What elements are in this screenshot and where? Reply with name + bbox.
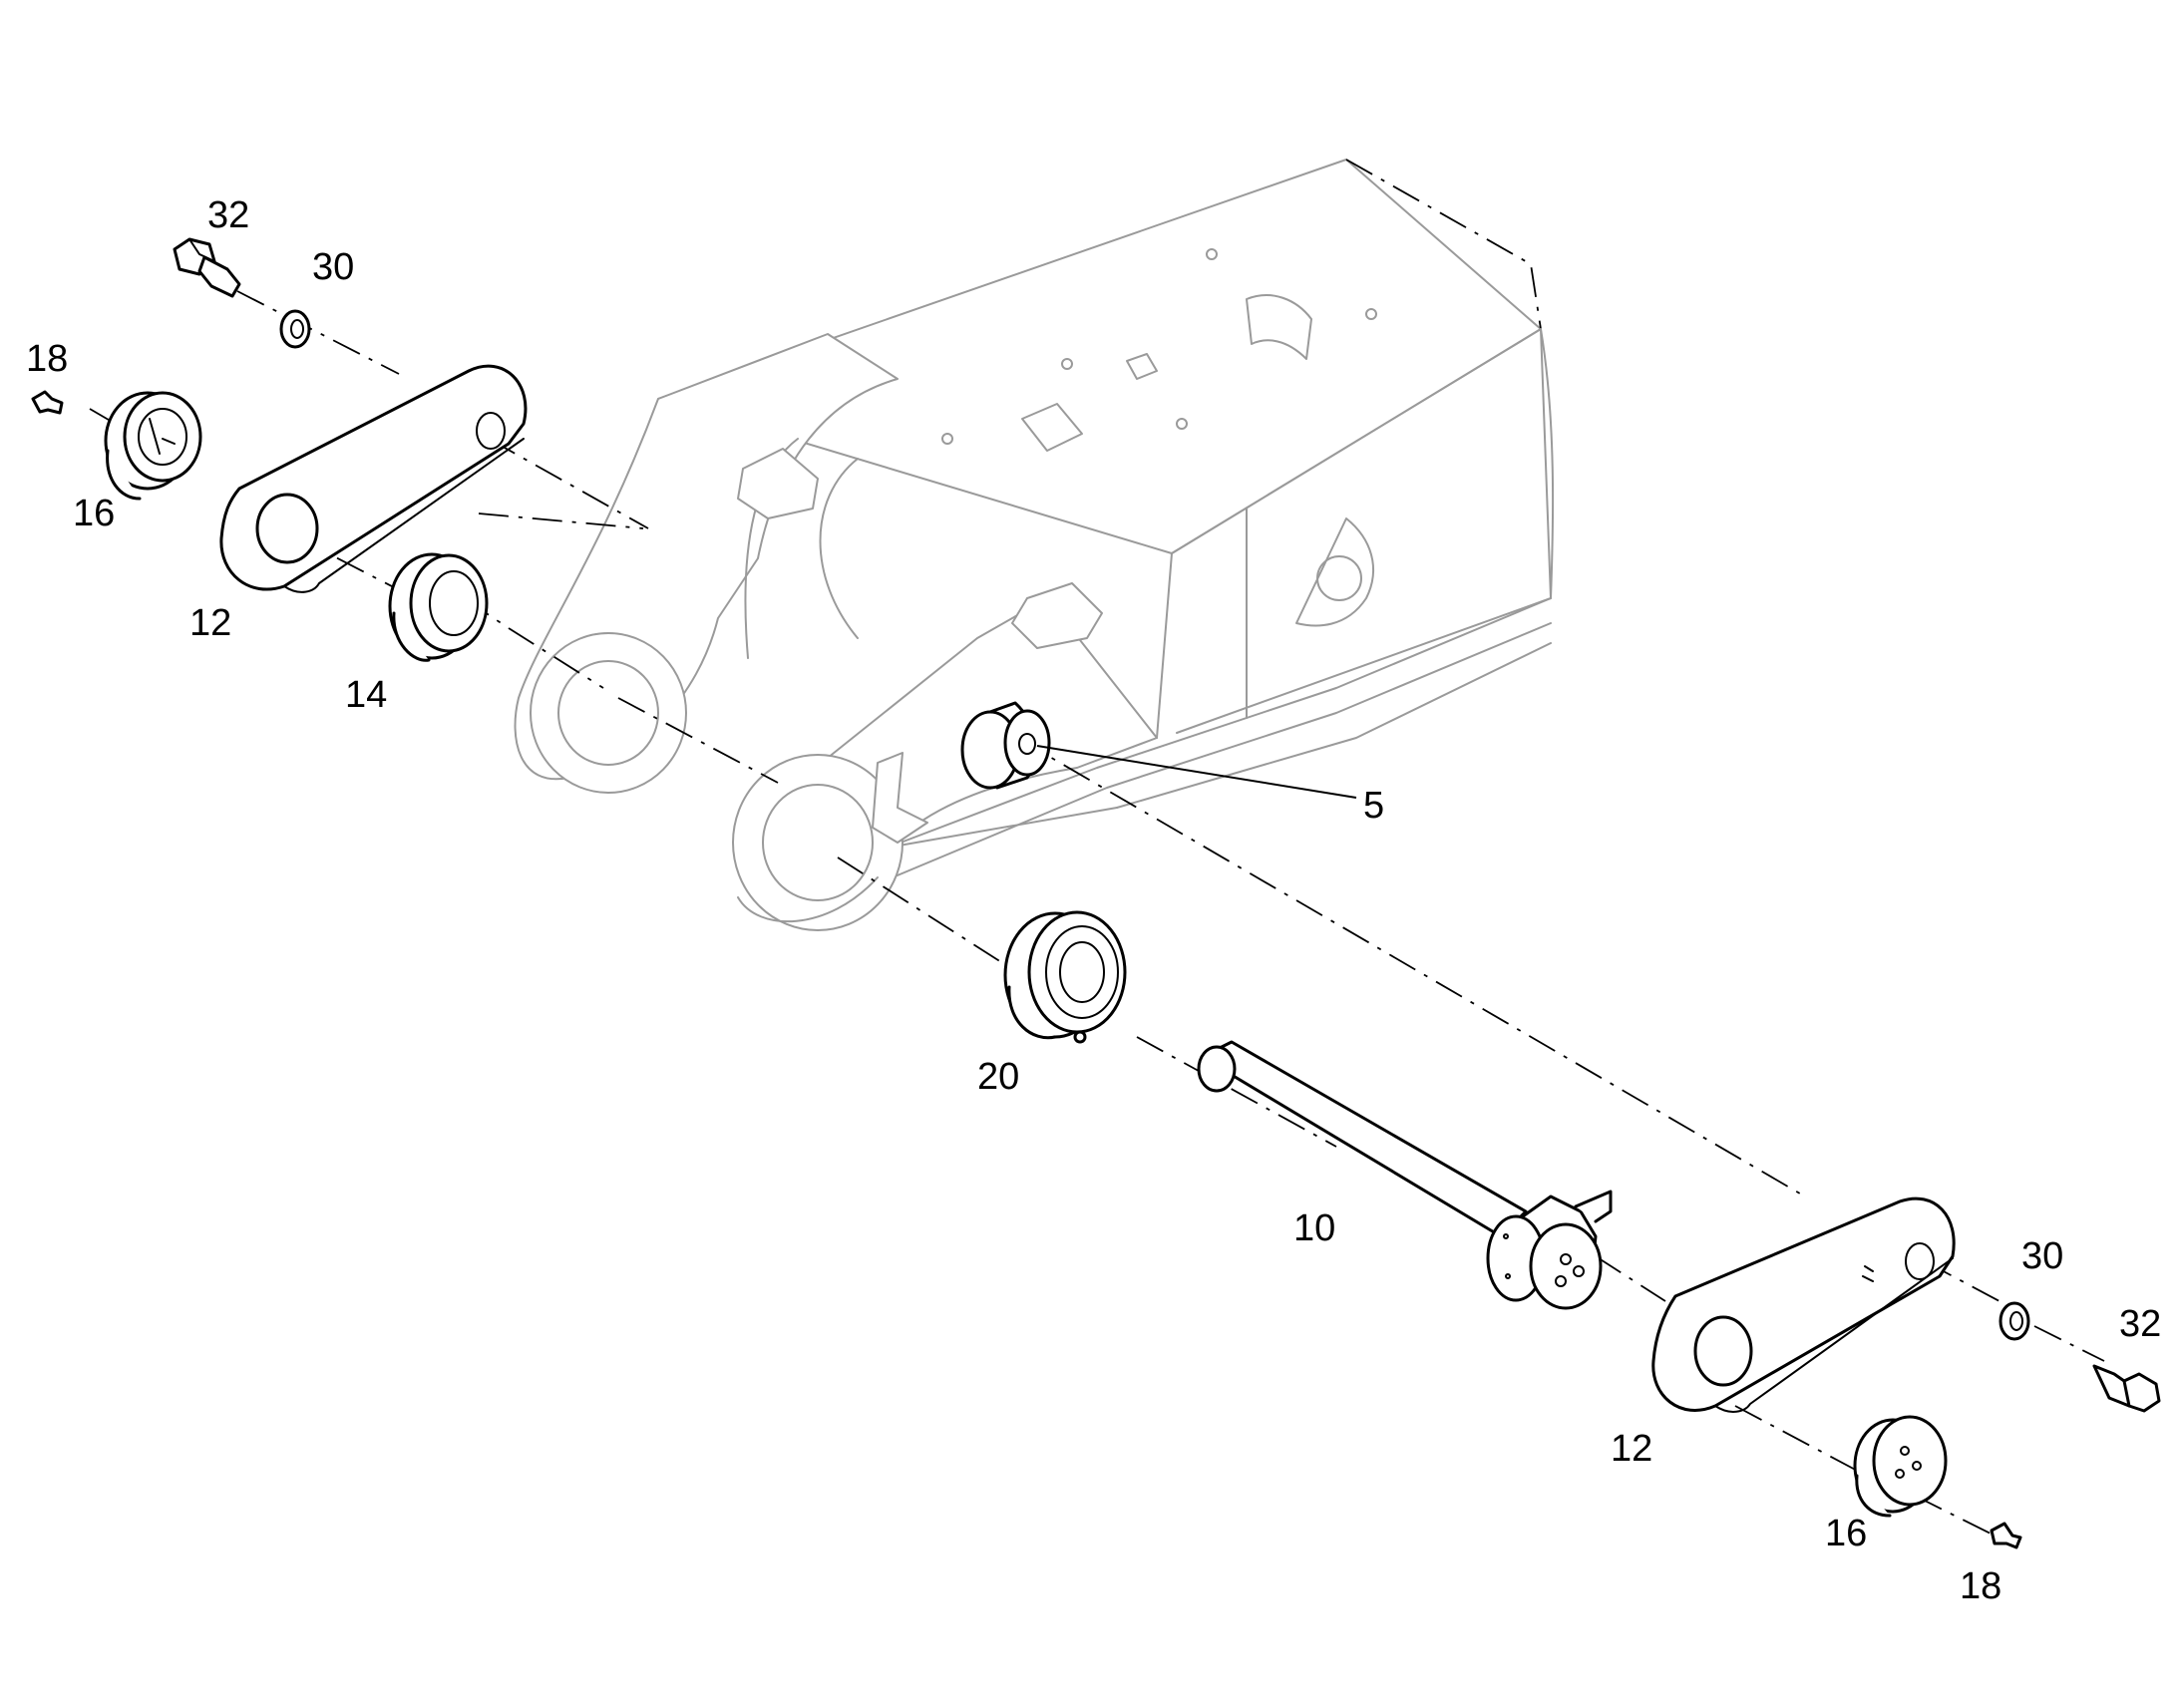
label-12-left: 12 [189, 602, 231, 644]
bolt-32-left [173, 237, 241, 298]
washer-30-left [279, 309, 311, 349]
ring-16-left [104, 391, 202, 501]
label-10: 10 [1293, 1207, 1335, 1249]
screw-18-right [1990, 1522, 2022, 1549]
label-32-left: 32 [207, 194, 249, 236]
leader-5 [1036, 745, 1357, 799]
ring-16-right [1853, 1415, 1948, 1518]
bushing-14 [388, 552, 489, 662]
label-30-left: 30 [312, 246, 354, 288]
pin-10 [1197, 1040, 1613, 1310]
label-16-left: 16 [73, 493, 115, 534]
label-20: 20 [977, 1056, 1019, 1098]
callout-labels: 32 30 18 16 12 14 5 20 10 30 32 12 16 18 [26, 194, 2161, 1607]
washer-30-right [1998, 1301, 2030, 1341]
label-14: 14 [345, 674, 387, 716]
label-18-right: 18 [1960, 1565, 2001, 1607]
label-16-right: 16 [1825, 1513, 1867, 1554]
label-12-right: 12 [1611, 1428, 1652, 1470]
label-5: 5 [1363, 785, 1384, 827]
label-18-left: 18 [26, 338, 68, 380]
sleeve-5 [960, 701, 1051, 790]
label-32-right: 32 [2119, 1303, 2161, 1345]
bearing-20 [1003, 910, 1127, 1044]
bolt-32-right [2092, 1364, 2161, 1413]
screw-18-left [31, 390, 64, 415]
label-30-right: 30 [2021, 1235, 2063, 1277]
link-plate-12-left [219, 364, 528, 593]
link-plate-12-right [1651, 1196, 1956, 1413]
boom-assembly-outline [514, 159, 1555, 931]
